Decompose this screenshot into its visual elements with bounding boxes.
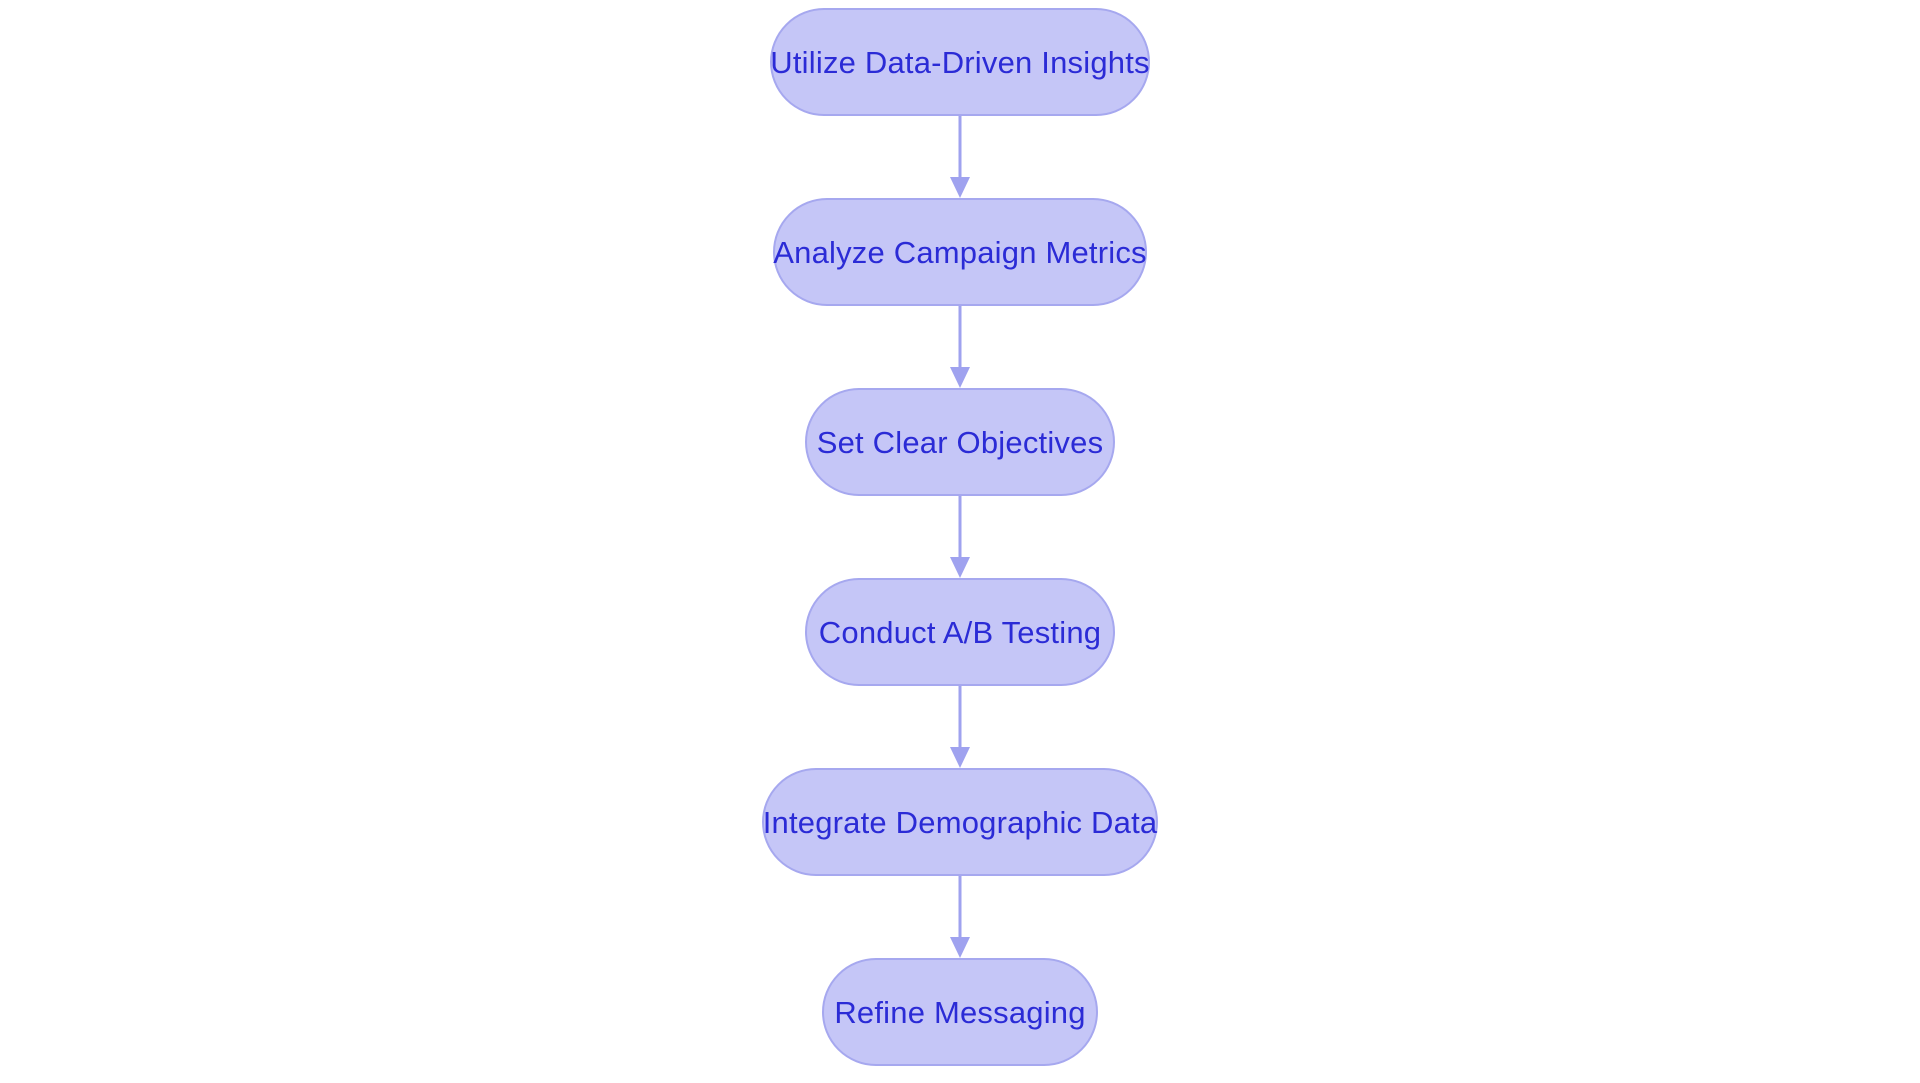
down-arrow-icon xyxy=(950,367,970,388)
flow-node-conduct-ab-testing[interactable]: Conduct A/B Testing xyxy=(805,578,1115,686)
down-arrow-icon xyxy=(950,177,970,198)
arrow-line xyxy=(958,686,962,748)
flow-node-label: Refine Messaging xyxy=(834,994,1086,1030)
arrow-line xyxy=(958,116,962,178)
flow-node-set-clear-objectives[interactable]: Set Clear Objectives xyxy=(805,388,1115,496)
arrow-line xyxy=(958,306,962,368)
flow-node-label: Analyze Campaign Metrics xyxy=(773,234,1147,270)
flow-node-label: Conduct A/B Testing xyxy=(818,614,1102,650)
flow-arrow-node-3-to-node-4 xyxy=(948,496,972,578)
flow-node-label: Utilize Data-Driven Insights xyxy=(770,44,1150,80)
flow-arrow-node-1-to-node-2 xyxy=(948,116,972,198)
arrow-line xyxy=(958,876,962,938)
arrow-line xyxy=(958,496,962,558)
flow-node-label: Integrate Demographic Data xyxy=(762,804,1158,840)
flow-node-utilize-data-driven-insights[interactable]: Utilize Data-Driven Insights xyxy=(770,8,1150,116)
down-arrow-icon xyxy=(950,557,970,578)
flow-arrow-node-5-to-node-6 xyxy=(948,876,972,958)
flow-arrow-node-2-to-node-3 xyxy=(948,306,972,388)
flow-node-refine-messaging[interactable]: Refine Messaging xyxy=(822,958,1098,1066)
down-arrow-icon xyxy=(950,937,970,958)
flow-node-integrate-demographic-data[interactable]: Integrate Demographic Data xyxy=(762,768,1158,876)
down-arrow-icon xyxy=(950,747,970,768)
flow-node-analyze-campaign-metrics[interactable]: Analyze Campaign Metrics xyxy=(773,198,1147,306)
flow-arrow-node-4-to-node-5 xyxy=(948,686,972,768)
flow-node-label: Set Clear Objectives xyxy=(816,424,1104,460)
